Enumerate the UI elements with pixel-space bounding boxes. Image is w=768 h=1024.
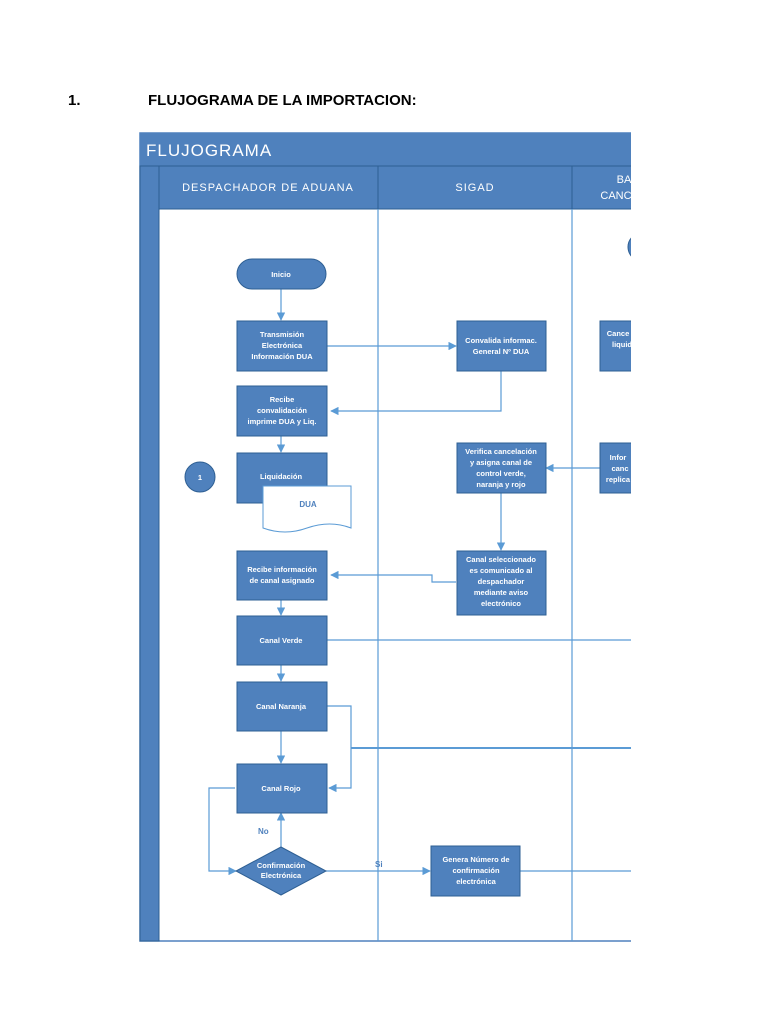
lane-label-banco-line2: CANC [600, 190, 631, 202]
node-connector-1 [184, 461, 216, 493]
label-informa-3: replica [606, 475, 631, 484]
node-dua-document [262, 485, 352, 533]
label-transmision-1: Transmisión [260, 330, 305, 339]
label-canal-naranja: Canal Naranja [256, 702, 307, 711]
section-heading: 1. FLUJOGRAMA DE LA IMPORTACION: [68, 92, 417, 109]
title-bar [140, 133, 631, 166]
label-canal-sel-1: Canal seleccionado [466, 555, 536, 564]
node-transmision [236, 320, 328, 372]
lane-label-banco-line1: BA [617, 174, 632, 186]
node-informa [599, 442, 631, 494]
label-recibe-conv-3: imprime DUA y Liq. [248, 417, 317, 426]
section-title: FLUJOGRAMA DE LA IMPORTACION: [148, 92, 417, 109]
lane-header-despachador [158, 165, 379, 210]
label-cancela-1: Cance [607, 329, 630, 338]
node-canal-rojo [236, 763, 328, 814]
edge-label-si: Si [375, 860, 383, 869]
node-canal-naranja [236, 681, 328, 732]
lane-label-despachador: DESPACHADOR DE ADUANA [182, 182, 354, 194]
label-confirmacion-2: Electrónica [261, 871, 302, 880]
lane-header-banco [571, 165, 631, 210]
node-recibe-conv [236, 385, 328, 437]
node-canal-sel [456, 550, 547, 616]
label-canal-sel-4: mediante aviso [474, 588, 529, 597]
label-dua: DUA [299, 500, 317, 509]
label-recibe-conv-2: convalidación [257, 406, 307, 415]
label-confirmacion-1: Confirmación [257, 861, 306, 870]
edge-canalsel-recibecanal [330, 570, 456, 583]
lane-label-sigad: SIGAD [455, 182, 494, 194]
label-transmision-2: Electrónica [262, 341, 303, 350]
label-cancela-2: liquid [612, 340, 632, 349]
edge-convalida-recibe [330, 371, 502, 416]
label-verifica-2: y asigna canal de [470, 458, 532, 467]
node-banco-start [627, 237, 631, 257]
label-genera-1: Genera Número de [442, 855, 509, 864]
section-number: 1. [68, 92, 81, 109]
label-verifica-1: Verifica cancelación [465, 447, 537, 456]
label-canal-sel-3: despachador [478, 577, 525, 586]
node-inicio [236, 258, 327, 290]
label-recibe-canal-2: de canal asignado [249, 576, 314, 585]
label-convalida-1: Convalida informac. [465, 336, 537, 345]
left-band [139, 165, 160, 942]
node-cancela [599, 320, 631, 372]
label-inicio: Inicio [271, 270, 291, 279]
edge-label-no: No [258, 827, 269, 836]
label-canal-rojo: Canal Rojo [261, 784, 301, 793]
edge-rojo-loopback [208, 787, 237, 876]
label-genera-2: confirmación [452, 866, 500, 875]
label-canal-sel-5: electrónico [481, 599, 521, 608]
label-genera-3: electrónica [456, 877, 496, 886]
label-informa-2: canc [611, 464, 628, 473]
node-convalida [456, 320, 547, 372]
label-connector-1: 1 [198, 473, 202, 482]
flowchart-title: FLUJOGRAMA [146, 141, 272, 160]
label-verifica-3: control verde, [476, 469, 526, 478]
label-informa-1: Infor [610, 453, 627, 462]
label-canal-verde: Canal Verde [260, 636, 303, 645]
label-recibe-canal-1: Recibe información [247, 565, 317, 574]
node-canal-verde [236, 615, 328, 666]
flowchart-frame [139, 132, 631, 942]
label-convalida-2: General Nº DUA [473, 347, 530, 356]
label-canal-sel-2: es comunicado al [470, 566, 533, 575]
label-verifica-4: naranja y rojo [476, 480, 526, 489]
node-verifica [456, 442, 547, 494]
label-liquidacion: Liquidación [260, 472, 303, 481]
node-genera [430, 845, 521, 897]
lane-header-sigad [377, 165, 573, 210]
node-recibe-canal [236, 550, 328, 601]
label-recibe-conv-1: Recibe [270, 395, 295, 404]
node-labels: Inicio Transmisión Electrónica Informaci… [198, 270, 632, 886]
edges [208, 289, 631, 876]
label-transmision-3: Información DUA [251, 352, 313, 361]
node-confirmacion [234, 846, 328, 896]
